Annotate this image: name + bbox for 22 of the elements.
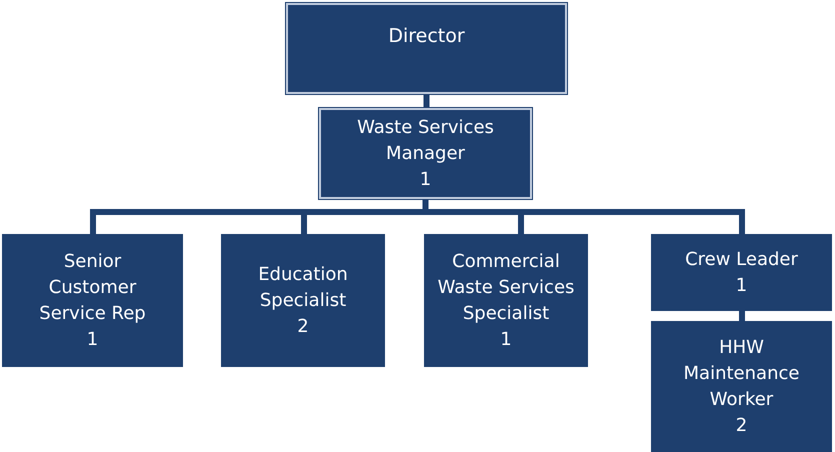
- headcount: 1: [736, 274, 748, 298]
- headcount: 1: [500, 328, 512, 352]
- org-box: [651, 321, 832, 452]
- org-box: [424, 234, 588, 367]
- org-box: [2, 234, 183, 367]
- connector-line: [739, 311, 745, 321]
- role-title: Senior Customer Service Rep: [38, 250, 147, 326]
- headcount: 2: [736, 414, 748, 438]
- role-title: HHW Maintenance Worker: [682, 336, 800, 412]
- role-title: Waste Services Manager: [356, 116, 495, 166]
- headcount: 1: [420, 168, 432, 192]
- org-box: [651, 234, 832, 311]
- org-box: [285, 2, 568, 95]
- role-title: Crew Leader: [685, 248, 798, 272]
- role-title: Education Specialist: [257, 262, 349, 312]
- headcount: 1: [86, 328, 98, 352]
- org-box: [221, 234, 385, 367]
- connector-line: [424, 95, 430, 107]
- headcount: 2: [297, 314, 309, 338]
- role-title: Commercial Waste Services Specialist: [436, 250, 576, 326]
- role-title: Director: [388, 24, 465, 49]
- org-box: [318, 107, 533, 200]
